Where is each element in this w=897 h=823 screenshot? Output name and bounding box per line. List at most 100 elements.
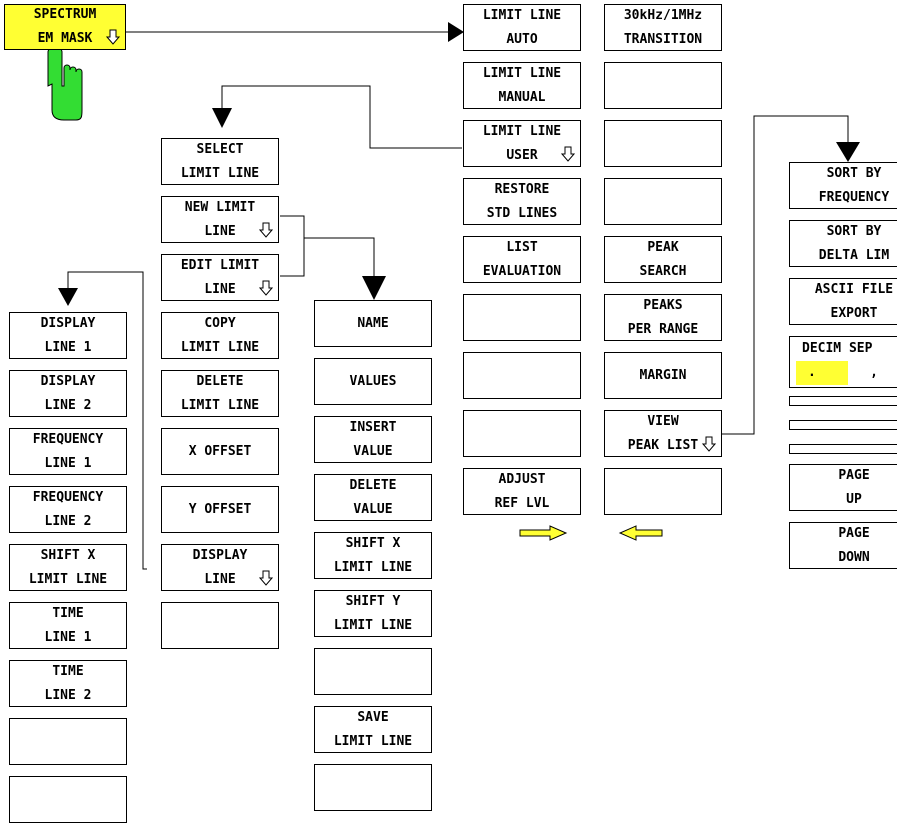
key-label-line: SHIFT X <box>345 535 401 551</box>
key-label-line: VALUE <box>353 443 393 459</box>
key-label-line: SPECTRUM <box>33 7 97 22</box>
connector-display-line-to-display-menu <box>67 271 147 570</box>
peak-list-menu-blank-key-2[interactable] <box>789 420 897 430</box>
limit-select-menu-x-offset[interactable]: X OFFSET <box>161 428 279 475</box>
edit-limit-menu-values[interactable]: VALUES <box>314 358 432 405</box>
limit-select-menu-blank-key-9[interactable] <box>161 602 279 649</box>
key-label-line: PEAK LIST <box>627 437 699 453</box>
display-line-menu-blank-key-8[interactable] <box>9 718 127 765</box>
key-label-line: LIMIT LINE <box>333 733 413 749</box>
key-label-line: SEARCH <box>639 263 687 279</box>
edit-limit-menu-blank-key-7[interactable] <box>314 648 432 695</box>
softkey-spectrum-em-mask[interactable]: SPECTRUM EM MASK <box>4 4 126 50</box>
key-label-line: FREQUENCY <box>32 489 104 505</box>
key-label-line: LINE 1 <box>44 455 92 471</box>
submenu-arrow-icon <box>259 280 273 296</box>
side-menu-blank-key-2[interactable] <box>604 62 722 109</box>
key-label-line: LIMIT LINE <box>180 339 260 355</box>
display-line-menu-frequency-line-2[interactable]: FREQUENCY LINE 2 <box>9 486 127 533</box>
key-label-line: DOWN <box>838 549 870 565</box>
limit-select-menu-y-offset[interactable]: Y OFFSET <box>161 486 279 533</box>
limit-line-menu-blank-key-6[interactable] <box>463 294 581 341</box>
edit-limit-menu-name[interactable]: NAME <box>314 300 432 347</box>
key-label-line: LIMIT LINE <box>482 7 562 23</box>
key-label-line: LIST <box>506 239 538 255</box>
key-label-line: DISPLAY <box>192 547 248 563</box>
key-label-line: LIMIT LINE <box>28 571 108 587</box>
key-label-line: AUTO <box>506 31 538 47</box>
key-label-line: NAME <box>357 315 389 331</box>
key-label-line: REF LVL <box>494 495 550 511</box>
decim-sep-options: ., <box>790 361 897 385</box>
key-label-line: ASCII FILE <box>814 281 894 297</box>
side-menu-margin[interactable]: MARGIN <box>604 352 722 399</box>
connector-to-edit-limit-menu <box>304 237 375 280</box>
arrowhead-display-menu <box>58 288 78 306</box>
limit-line-menu-blank-key-7[interactable] <box>463 352 581 399</box>
side-menu-blank-key-3[interactable] <box>604 120 722 167</box>
key-label-line: Y OFFSET <box>188 501 252 517</box>
hand-icon <box>47 47 83 121</box>
arrowhead-edit-limit-menu <box>362 276 386 300</box>
key-label-line: EVALUATION <box>482 263 562 279</box>
decim-sep-label: DECIM SEP <box>802 341 873 356</box>
key-label-line: EXPORT <box>830 305 878 321</box>
decim-sep-option-comma[interactable]: , <box>870 365 878 380</box>
key-label-line: X OFFSET <box>188 443 252 459</box>
peak-list-menu-blank-key-3[interactable] <box>789 444 897 454</box>
key-label-line: SHIFT Y <box>345 593 401 609</box>
limit-line-menu-limit-line-auto[interactable]: LIMIT LINE AUTO <box>463 4 581 51</box>
submenu-arrow-icon <box>259 570 273 586</box>
decim-sep-option-point[interactable]: . <box>796 361 848 385</box>
key-label-line: TIME <box>52 663 84 679</box>
peak-list-menu-blank-key-1[interactable] <box>789 396 897 406</box>
peak-list-menu-ascii-file-export[interactable]: ASCII FILE EXPORT <box>789 278 897 325</box>
key-label-line: DELTA LIM <box>818 247 890 263</box>
side-menu-blank-key-9[interactable] <box>604 468 722 515</box>
edit-limit-menu-blank-key-9[interactable] <box>314 764 432 811</box>
key-label-line: MANUAL <box>498 89 546 105</box>
limit-line-menu-blank-key-8[interactable] <box>463 410 581 457</box>
key-label-line: NEW LIMIT <box>184 199 256 215</box>
connector-user-to-select-menu <box>221 85 462 149</box>
key-label-line: DELETE <box>349 477 397 493</box>
display-line-menu-blank-key-9[interactable] <box>9 776 127 823</box>
key-label-line: EM MASK <box>37 31 93 46</box>
peak-list-menu-decim-sep[interactable]: DECIM SEP., <box>789 336 897 388</box>
side-menu-blank-key-4[interactable] <box>604 178 722 225</box>
key-label-line: LINE 2 <box>44 513 92 529</box>
key-label-line: LINE <box>204 281 236 297</box>
key-label-line: PER RANGE <box>627 321 699 337</box>
key-label-line: LIMIT LINE <box>482 123 562 139</box>
limit-line-menu-list-evaluation[interactable]: LIST EVALUATION <box>463 236 581 283</box>
